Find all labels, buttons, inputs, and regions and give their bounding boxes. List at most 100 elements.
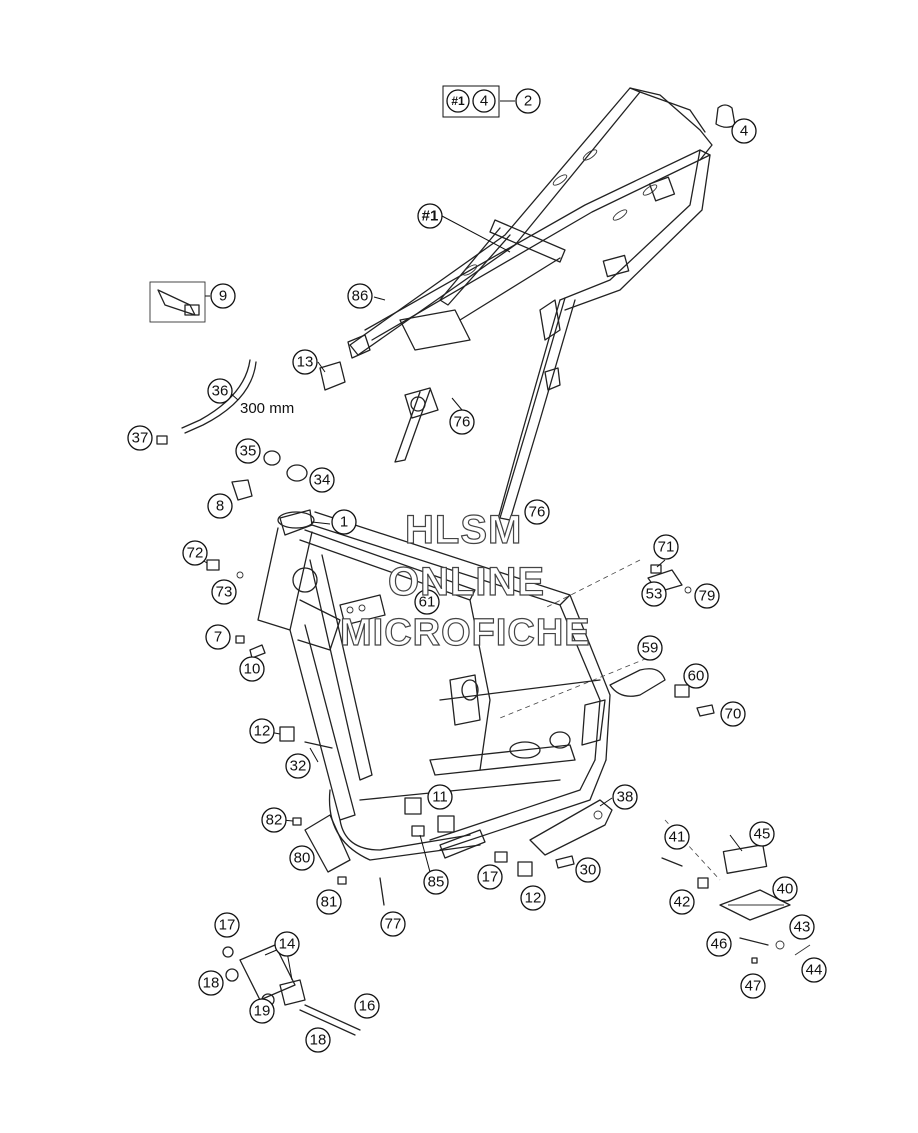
callout-37: 37 [127,425,153,451]
callout-12b: 12 [520,885,546,911]
callout-4: 4 [731,118,757,144]
callout-label: 59 [642,640,659,657]
callout-ring [289,845,315,871]
callout-label: 10 [244,661,261,678]
callout-13: 13 [292,349,318,375]
callout-35: 35 [235,438,261,464]
callout-label: 40 [777,881,794,898]
callout-label: #1 [422,208,439,225]
callout-label: 36 [212,383,229,400]
callout-ring [249,718,275,744]
callout-ring [740,973,766,999]
callout-19: 19 [249,998,275,1024]
callout-ring [292,349,318,375]
callout-ring [427,784,453,810]
callout-ring [239,656,265,682]
callout-ring [664,824,690,850]
leader-lines [195,100,743,981]
callout-label: 19 [254,1003,271,1020]
callout-label: 12 [254,723,271,740]
callout-60: 60 [683,663,709,689]
callout-71: 71 [653,534,679,560]
callout-9: 9 [210,283,236,309]
callout-ring [575,857,601,883]
callout-label: 41 [669,829,686,846]
callout-ring [706,931,732,957]
callout-label: 77 [385,916,402,933]
callout-label: 18 [203,975,220,992]
callout-ring [789,914,815,940]
callout-42: 42 [669,889,695,915]
callout-ring [198,970,224,996]
callout-82: 82 [261,807,287,833]
callout-label: 13 [297,354,314,371]
callout-ring [285,753,311,779]
watermark-line-2: ONLINE [387,559,546,604]
callout-79: 79 [694,583,720,609]
callout-label: 44 [806,962,823,979]
callout-label: 32 [290,758,307,775]
callout-label: 7 [214,629,222,646]
callout-30: 30 [575,857,601,883]
callout-18a: 18 [198,970,224,996]
callout-ring [720,701,746,727]
callout-10: 10 [239,656,265,682]
callout-ring [127,425,153,451]
callout-32: 32 [285,753,311,779]
callout-label: 34 [314,472,331,489]
callout-73: 73 [211,579,237,605]
callout-ring [261,807,287,833]
callout-ring [211,579,237,605]
callout-label: 72 [187,545,204,562]
callout-label: 70 [725,706,742,723]
callout-46: 46 [706,931,732,957]
callout-76b: 76 [524,499,550,525]
callout-43: 43 [789,914,815,940]
callout-label: 38 [617,789,634,806]
callout-label: 61 [419,594,436,611]
callout-ring [274,931,300,957]
callout-label: 11 [432,789,448,806]
callout-ring [316,889,342,915]
callout-38: 38 [612,784,638,810]
callout-label: 73 [216,584,233,601]
callout-ring [694,583,720,609]
header-item-hash1: #1 [451,94,465,108]
callout-label: 71 [658,539,675,556]
callout-ring [524,499,550,525]
callout-label: 2 [524,93,532,110]
header-box: #1 4 [442,85,500,118]
callout-group: 12 4 #1 9 86 13 36 37 76 35 34 8 76 72 73 71 53 79 61 7 10 59… [127,88,827,1053]
callout-34: 34 [309,467,335,493]
callout-label: 18 [310,1032,327,1049]
callout-76a: 76 [449,409,475,435]
callout-ring [653,534,679,560]
callout-8: 8 [207,493,233,519]
callout-47: 47 [740,973,766,999]
callout-ring [380,911,406,937]
callout-label: 81 [321,894,338,911]
callout-ring [683,663,709,689]
callout-ring [612,784,638,810]
callout-label: 4 [740,123,748,140]
callout-ring [235,438,261,464]
callout-label: 76 [529,504,546,521]
callout-label: 45 [754,826,771,843]
callout-ring [423,869,449,895]
callout-ring [347,283,373,309]
callout-ring [772,876,798,902]
callout-label: 47 [745,978,762,995]
callout-ring [414,589,440,615]
callout-ring [477,864,503,890]
callout-ring [210,283,236,309]
callout-86: 86 [347,283,373,309]
callout-label: 37 [132,430,149,447]
callout-16: 16 [354,993,380,1019]
header-item-4: 4 [480,93,488,110]
callout-12a: 12 [249,718,275,744]
callout-ring [182,540,208,566]
callout-ring [354,993,380,1019]
callout-2: 2 [515,88,541,114]
callout-label: 53 [646,586,663,603]
callout-81: 81 [316,889,342,915]
